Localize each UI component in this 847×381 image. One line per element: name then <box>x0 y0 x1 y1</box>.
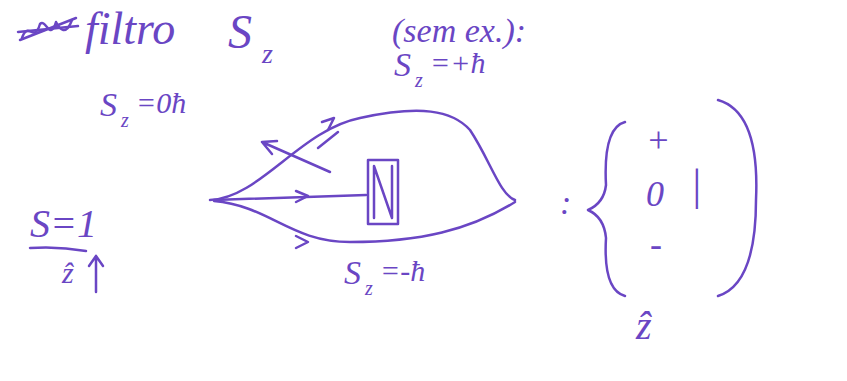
subscript: z <box>121 110 129 130</box>
axis-arrow <box>89 256 103 292</box>
state-plus: + <box>646 122 670 158</box>
left-brace <box>588 122 625 296</box>
value: =0ħ <box>136 88 186 118</box>
axis-label: ẑ <box>62 258 74 288</box>
symbol: S <box>394 48 411 82</box>
beam-up <box>210 111 515 200</box>
axis-label: ẑ <box>636 306 652 346</box>
magnet-n <box>374 166 392 218</box>
beam-arrowhead <box>322 118 334 130</box>
right-bracket <box>718 100 756 296</box>
subscript: z <box>415 70 423 90</box>
subscript: z <box>365 278 373 298</box>
symbol: S <box>344 256 361 290</box>
subscript: z <box>262 40 273 68</box>
symbol: S <box>100 88 117 122</box>
symbol: S <box>228 8 252 56</box>
state-minus: - <box>650 226 662 262</box>
note: (sem ex.): <box>392 14 526 48</box>
block-mark <box>318 132 338 148</box>
column-mark: | <box>690 164 702 208</box>
state-zero: 0 <box>646 176 664 212</box>
magnet <box>368 160 398 224</box>
value: =-ħ <box>380 256 425 286</box>
beam-down <box>214 201 515 242</box>
strike-through <box>18 18 78 40</box>
word: filtro <box>85 6 175 52</box>
beam-arrowhead <box>296 236 308 248</box>
punctuation: : <box>560 186 571 220</box>
underline <box>30 247 86 251</box>
value: =+ħ <box>430 48 486 78</box>
spin-label: S=1 <box>30 204 97 244</box>
beam-arrowhead <box>296 191 308 202</box>
beam-middle <box>214 195 366 200</box>
